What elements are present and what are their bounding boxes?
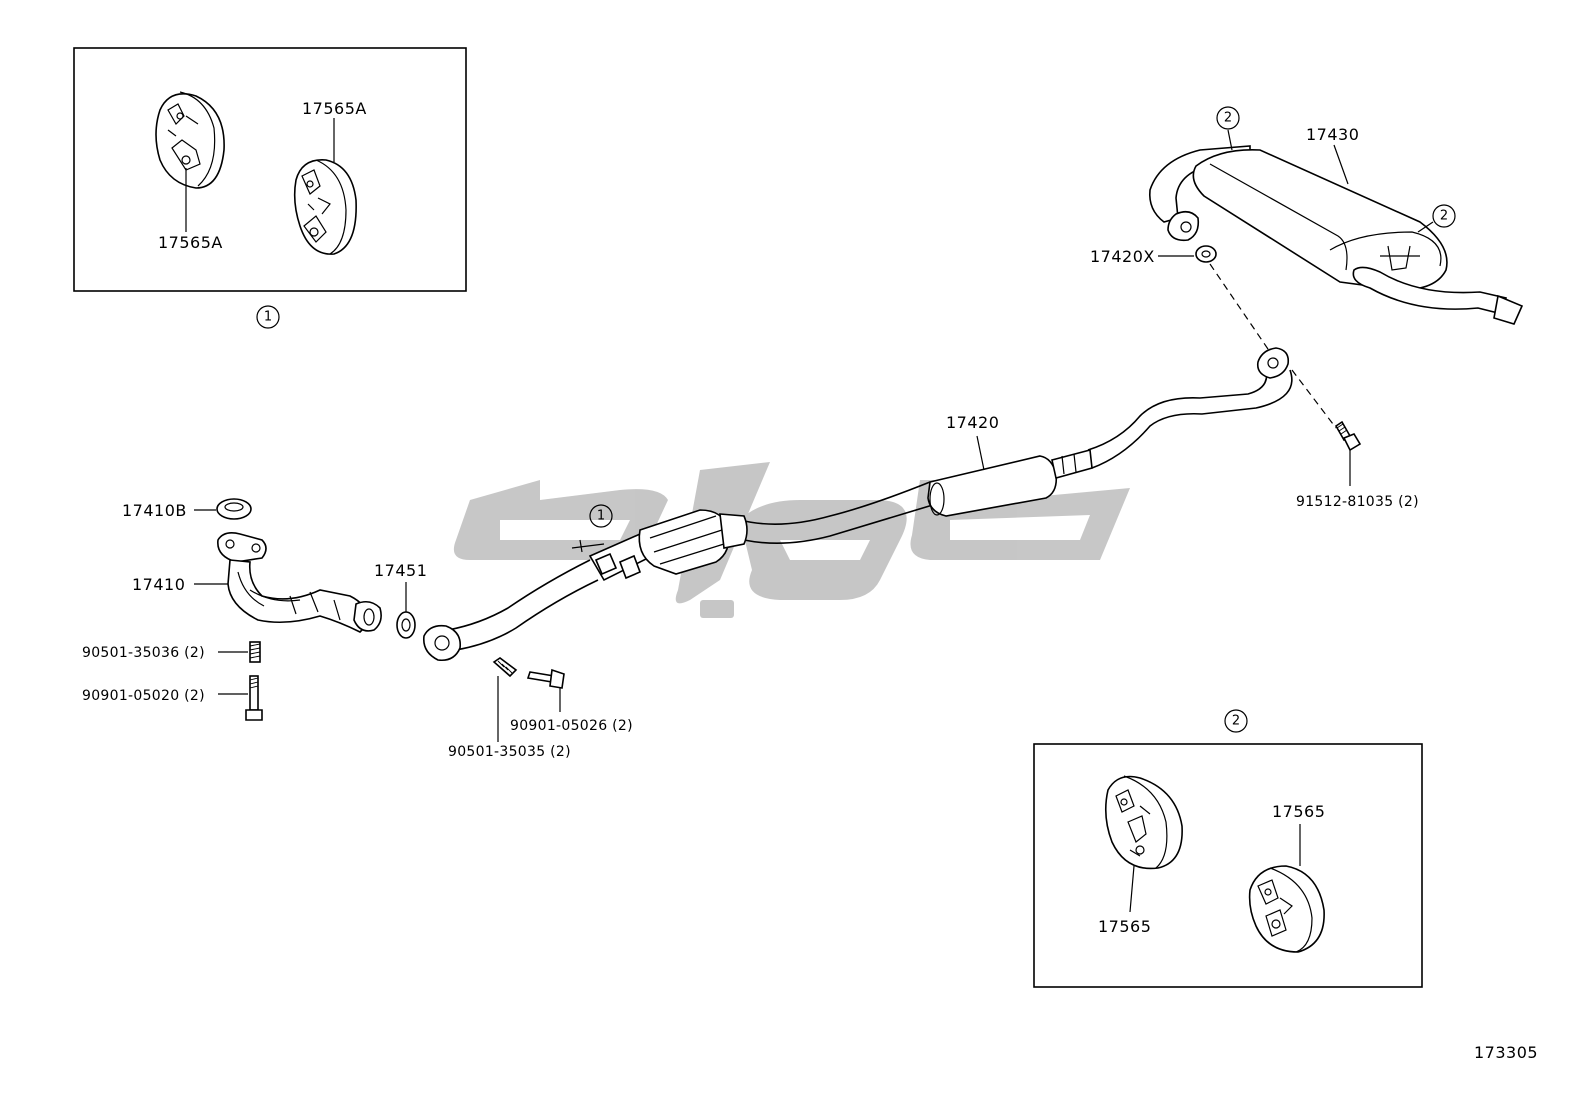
label-17565-bottom: 17565 [1098, 917, 1151, 936]
hanger-17565A-left [155, 91, 225, 189]
label-17420X: 17420X [1090, 247, 1155, 266]
bolt-90901-05026 [526, 668, 565, 689]
label-17451: 17451 [374, 561, 427, 580]
bolt-91512-81035 [1291, 369, 1362, 452]
label-90501-35036: 90501-35036 (2) [82, 645, 205, 661]
exhaust-pipe-17410 [217, 532, 382, 633]
diagram-code: 173305 [1474, 1043, 1538, 1062]
stud-90501-35036 [249, 641, 261, 663]
callout-1-pipe: 1 [589, 504, 613, 528]
gasket-17410B [216, 498, 252, 520]
callout-2-muffler-right: 2 [1432, 204, 1456, 228]
svg-text:2: 2 [1224, 111, 1232, 126]
label-91512-81035: 91512-81035 (2) [1296, 494, 1419, 510]
hanger-17565-right [1248, 865, 1325, 953]
kit-box-1 [73, 47, 467, 292]
callout-2-muffler-left: 2 [1216, 106, 1240, 130]
kit-box-2 [1033, 743, 1423, 988]
gasket-17420X [1195, 245, 1217, 263]
callout-1-box: 1 [256, 305, 280, 329]
label-90901-05020: 90901-05020 (2) [82, 688, 205, 704]
bolt-90501-35035 [492, 657, 518, 678]
hanger-17565-left [1104, 775, 1183, 870]
label-17410: 17410 [132, 575, 185, 594]
gasket-17451 [396, 611, 416, 639]
svg-text:2: 2 [1440, 209, 1448, 224]
svg-text:1: 1 [264, 310, 272, 325]
hanger-17565A-right [293, 159, 357, 255]
front-pipe-converter [422, 509, 748, 662]
label-17565-top: 17565 [1272, 802, 1325, 821]
svg-text:1: 1 [597, 509, 605, 524]
label-90501-35035: 90501-35035 (2) [448, 744, 571, 760]
label-90901-05026: 90901-05026 (2) [510, 718, 633, 734]
svg-text:2: 2 [1232, 714, 1240, 729]
label-17565A-top: 17565A [302, 99, 367, 118]
label-17430: 17430 [1306, 125, 1359, 144]
label-17420: 17420 [946, 413, 999, 432]
label-17565A-bottom: 17565A [158, 233, 223, 252]
bolt-90901-05020 [245, 675, 263, 721]
muffler-17430 [1148, 145, 1524, 325]
callout-2-box: 2 [1224, 709, 1248, 733]
label-17410B: 17410B [122, 501, 187, 520]
pipe-17420 [739, 347, 1293, 544]
